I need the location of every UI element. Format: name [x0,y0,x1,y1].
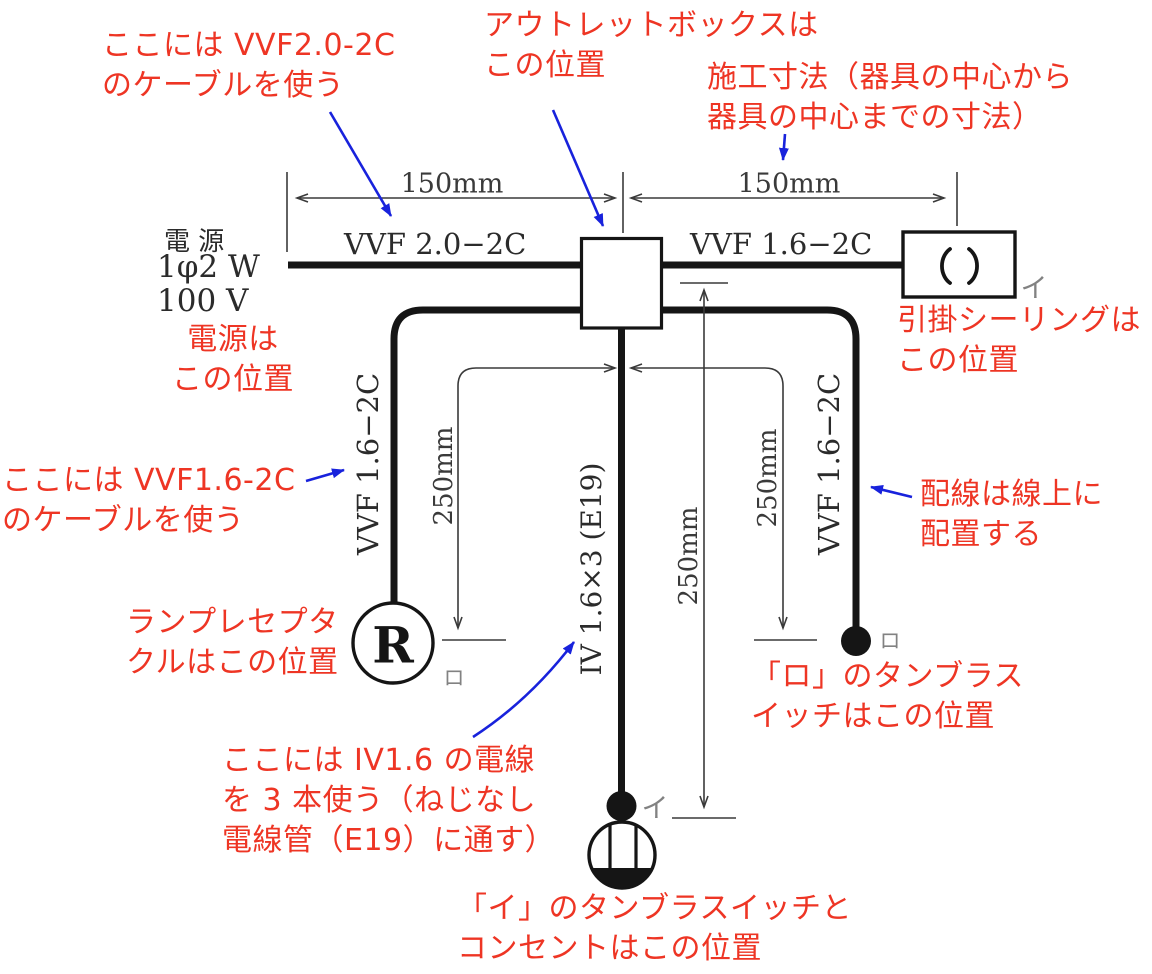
label-vvf16-top: VVF 1.6−2C [690,227,873,261]
note-outlet-box: アウトレットボックスは この位置 [484,8,819,83]
dim-label-250-center: 250mm [674,506,704,606]
note-dimension-rule: 施工寸法（器具の中心から 器具の中心までの寸法） [707,60,1073,135]
tag-switch-i: イ [641,793,669,825]
note-wiring-on-line: 配線は線上に 配置する [920,477,1103,552]
tag-receptacle-ro: ロ [443,666,465,690]
dim-line-250-left [453,363,618,631]
outlet-symbol-blades [608,824,638,868]
arrow-to-vvf16-left [305,468,345,483]
arrow-to-iv-conduit [472,641,576,739]
ceiling-rose-contact-right [967,247,979,285]
cable-to-switch-ro [660,306,860,627]
label-vvf16-left: VVF 1.6−2C [351,372,385,556]
dim-label-150-left: 150mm [400,168,504,200]
power-phase: 1φ2 W [157,249,260,285]
note-power-position: 電源は この位置 [172,322,294,397]
dim-label-250-right: 250mm [753,428,783,528]
label-iv-conduit: IV 1.6×3 (E19) [575,462,608,676]
switch-ro-dot [841,626,871,656]
arrow-to-dimension [778,133,789,161]
note-ceiling-position: 引掛シーリングは この位置 [897,303,1141,378]
power-voltage: 100 V [157,283,249,319]
ceiling-rose-box [901,230,1017,299]
outlet-symbol-wall-fill [591,868,653,888]
note-vvf16-cable: ここには VVF1.6-2C のケーブルを使う [2,463,296,538]
dim-line-250-right [628,363,788,631]
note-switch-ro-position: 「ロ」のタンブラス イッチはこの位置 [751,659,1024,734]
outlet-box-symbol [579,236,664,330]
arrow-to-vvf20 [328,111,393,217]
power-title: 電 源 [164,227,225,257]
dim-label-250-left: 250mm [429,426,459,526]
note-iv-wire: ここには IV1.6 の電線 を 3 本使う（ねじなし 電線管（E19）に通す） [222,743,556,858]
arrow-to-outlet-box [551,109,605,227]
note-vvf20-cable: ここには VVF2.0-2C のケーブルを使う [102,28,396,103]
label-vvf16-right: VVF 1.6−2C [812,372,846,556]
tag-switch-ro: ロ [879,629,901,653]
arrow-to-vvf16-right [870,484,913,499]
switch-i-dot [606,791,637,821]
note-lamp-position: ランプレセプタ クルはこの位置 [126,605,339,680]
receptacle-letter: R [372,615,414,675]
ceiling-rose-contact-left [940,247,952,285]
note-switch-i-position: 「イ」のタンブラスイッチと コンセントはこの位置 [457,891,852,966]
cable-to-receptacle [390,306,583,604]
dim-label-150-right: 150mm [737,168,841,200]
label-vvf20: VVF 2.0−2C [344,227,527,261]
tag-ceiling-i: イ [1020,273,1048,305]
lamp-receptacle-symbol [351,601,435,685]
